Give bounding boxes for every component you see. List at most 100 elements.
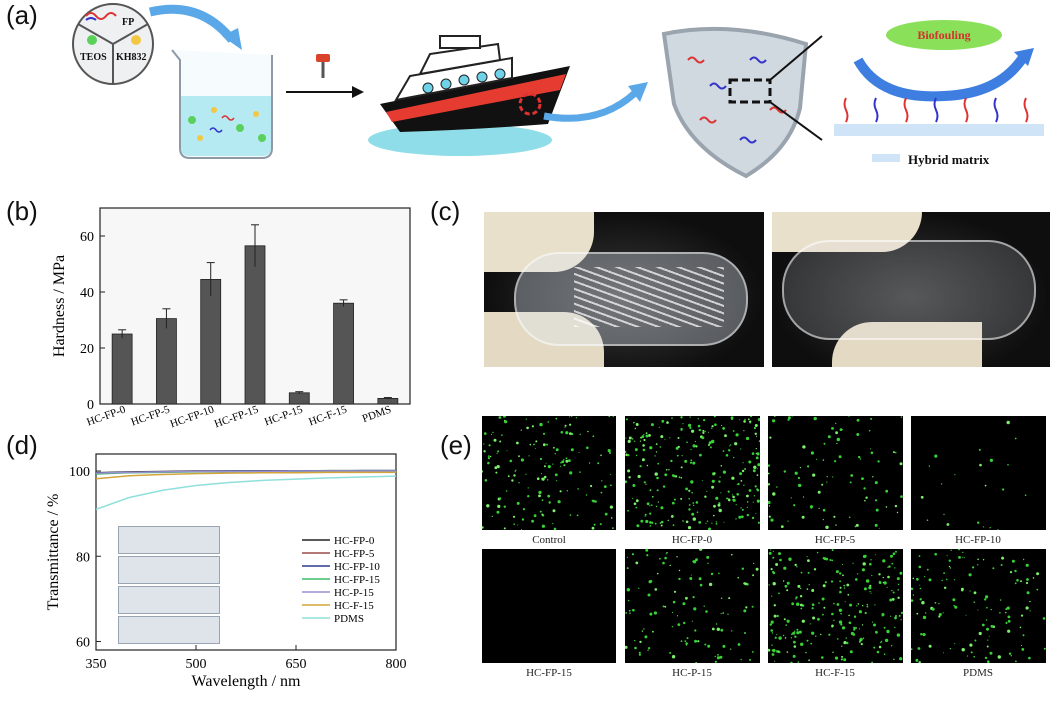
bacteria-dot — [895, 550, 897, 553]
micrograph-control — [480, 414, 616, 531]
bacteria-dot — [776, 486, 778, 488]
bacteria-dot — [1025, 606, 1029, 610]
bacteria-dot — [708, 431, 710, 433]
bacteria-dot — [801, 619, 805, 623]
legend-label-hc-p-15: HC-P-15 — [334, 587, 374, 599]
bacteria-dot — [731, 476, 735, 480]
bacteria-dot — [633, 502, 637, 505]
bacteria-dot — [806, 639, 809, 642]
bacteria-dot — [671, 417, 673, 419]
bacteria-dot — [744, 582, 747, 586]
bacteria-dot — [830, 580, 834, 583]
bacteria-dot — [1025, 563, 1029, 567]
bacteria-dot — [928, 465, 930, 467]
bacteria-dot — [516, 441, 519, 445]
bacteria-dot — [732, 430, 735, 432]
bacteria-dot — [800, 607, 803, 610]
caption-control: Control — [532, 534, 566, 546]
bacteria-dot — [685, 642, 688, 645]
bacteria-dot — [494, 466, 498, 470]
bacteria-dot — [776, 634, 778, 636]
bacteria-dot — [831, 612, 834, 616]
bacteria-dot — [894, 567, 896, 569]
bacteria-dot — [633, 421, 635, 424]
bacteria-dot — [741, 508, 744, 511]
bacteria-dot — [599, 523, 602, 526]
bacteria-dot — [528, 455, 530, 457]
bacteria-dot — [982, 526, 984, 528]
bacteria-dot — [1015, 660, 1017, 663]
bacteria-dot — [756, 474, 759, 476]
panel-e-label: (e) — [440, 430, 472, 460]
bacteria-dot — [795, 596, 798, 599]
bacteria-dot — [634, 646, 637, 650]
bacteria-dot — [931, 607, 935, 611]
bacteria-dot — [539, 457, 542, 461]
bacteria-dot — [872, 476, 874, 478]
bacteria-dot — [665, 469, 668, 471]
bacteria-dot — [773, 614, 777, 618]
bacteria-dot — [771, 653, 775, 656]
bacteria-dot — [997, 529, 999, 531]
bacteria-dot — [900, 416, 903, 418]
bacteria-dot — [625, 453, 628, 457]
bacteria-dot — [827, 435, 831, 439]
bacteria-dot — [604, 512, 608, 516]
bacteria-dot — [740, 658, 742, 661]
micrograph-hc-fp-15 — [482, 549, 616, 663]
legend-label-hc-fp-5: HC-FP-5 — [334, 548, 375, 560]
bacteria-dot — [915, 658, 919, 662]
bacteria-dot — [884, 638, 889, 643]
bacteria-dot — [752, 501, 754, 503]
bacteria-dot — [800, 587, 802, 589]
panel-a-schematic: FP TEOS KH832 Biofouling Hybrid matrix — [72, 3, 1044, 179]
bacteria-dot — [772, 570, 775, 574]
bacteria-dot — [539, 510, 542, 513]
bar-hc-p-15 — [288, 392, 310, 405]
bacteria-dot — [815, 635, 817, 637]
bacteria-dot — [565, 457, 568, 460]
bacteria-dot — [893, 658, 895, 660]
bacteria-dot — [832, 476, 834, 478]
bacteria-dot — [578, 452, 580, 453]
bacteria-dot — [626, 588, 630, 592]
bacteria-dot — [1007, 619, 1011, 623]
bacteria-dot — [838, 455, 842, 459]
bacteria-dot — [678, 569, 681, 572]
bacteria-dot — [793, 645, 797, 648]
bacteria-dot — [731, 499, 733, 501]
bacteria-dot — [890, 645, 893, 647]
bacteria-dot — [535, 440, 538, 443]
bacteria-dot — [1032, 577, 1035, 579]
bacteria-dot — [900, 611, 904, 614]
bacteria-dot — [1001, 556, 1005, 560]
bacteria-dot — [542, 432, 546, 435]
bacteria-dot — [610, 484, 612, 487]
bacteria-dot — [664, 605, 667, 608]
bacteria-dot — [603, 485, 607, 488]
bacteria-dot — [496, 465, 500, 469]
bacteria-dot — [829, 559, 832, 561]
bacteria-dot — [918, 565, 922, 569]
bacteria-dot — [637, 474, 641, 479]
bacteria-dot — [812, 616, 816, 620]
bacteria-dot — [866, 603, 869, 606]
bacteria-dot — [660, 520, 664, 524]
bacteria-dot — [531, 425, 534, 428]
micrograph-dots — [482, 549, 616, 663]
bacteria-dot — [626, 556, 628, 558]
bacteria-dot — [1022, 558, 1025, 561]
x-tick-label: 500 — [186, 657, 207, 672]
bacteria-dot — [891, 589, 893, 592]
bacteria-dot — [719, 476, 721, 478]
bacteria-dot — [641, 630, 644, 632]
bacteria-dot — [875, 630, 878, 634]
bacteria-dot — [874, 523, 878, 527]
bacteria-dot — [965, 614, 967, 616]
bacteria-dot — [843, 641, 847, 645]
bacteria-dot — [938, 613, 942, 616]
bacteria-dot — [652, 496, 654, 498]
bacteria-dot — [962, 556, 964, 558]
bacteria-dot — [541, 513, 544, 516]
x-tick-label: 800 — [386, 657, 407, 672]
